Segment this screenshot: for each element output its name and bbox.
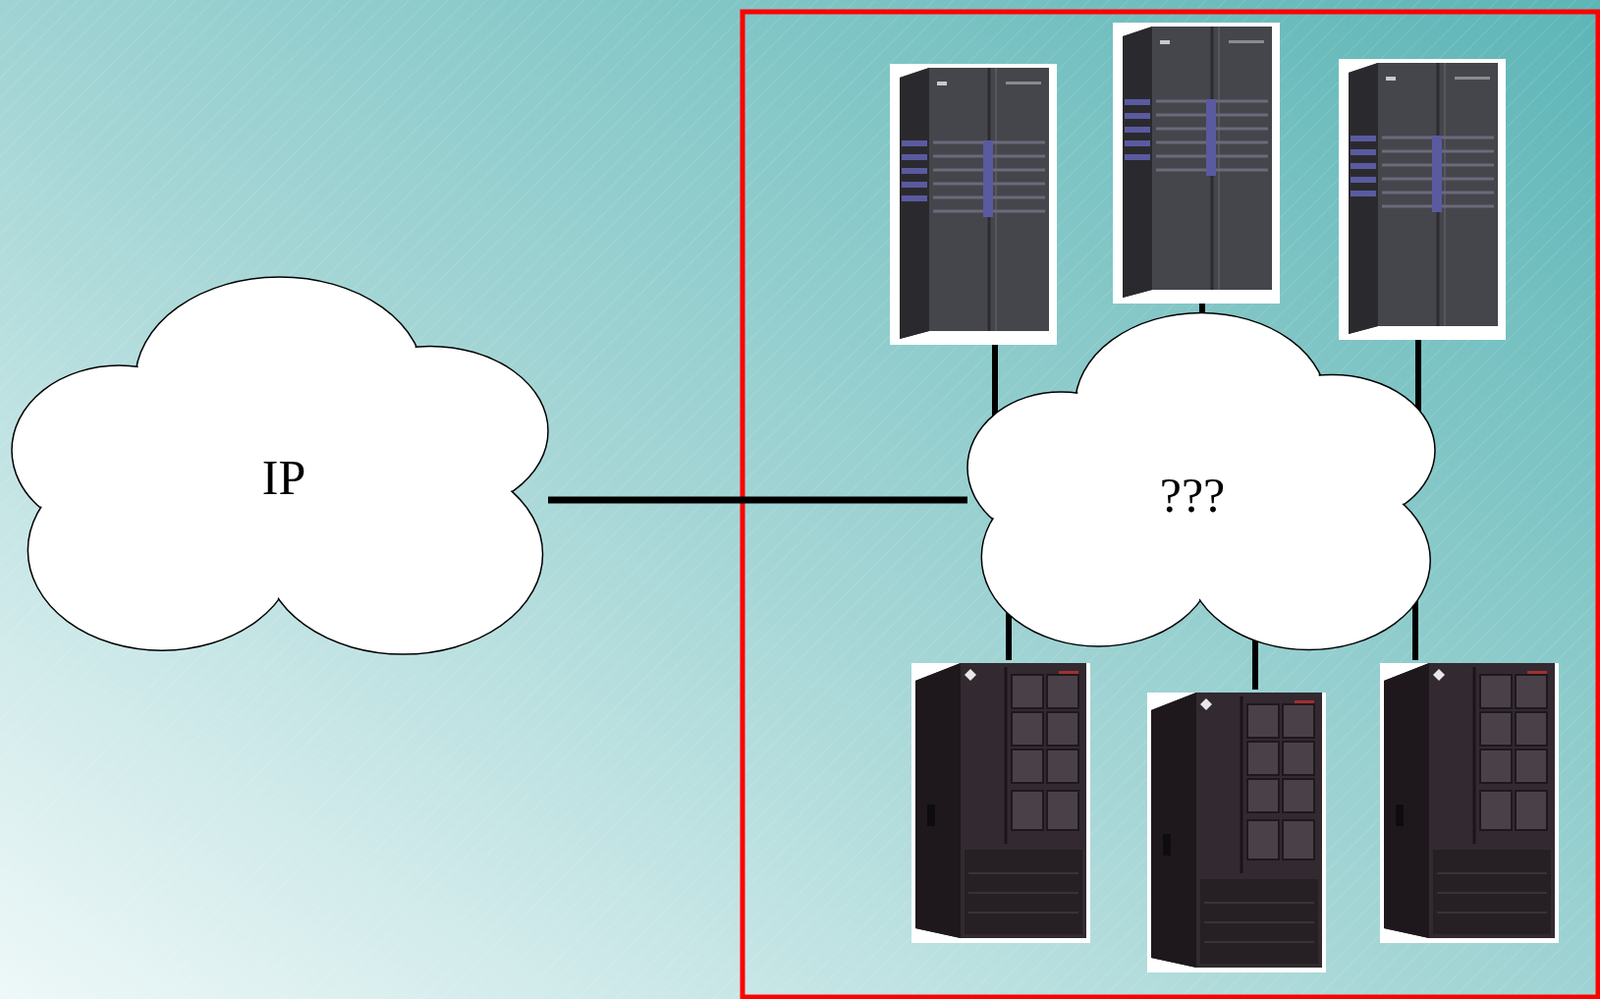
- cabinet-server: [911, 662, 1559, 973]
- tower-server: [889, 22, 1506, 345]
- network-link: [548, 496, 968, 504]
- cloud-node: IP: [11, 273, 549, 659]
- cloud-node: ???: [967, 309, 1435, 654]
- cloud-label: IP: [262, 452, 306, 502]
- cloud-label: ???: [1159, 470, 1226, 520]
- region-frame: [742, 11, 1599, 997]
